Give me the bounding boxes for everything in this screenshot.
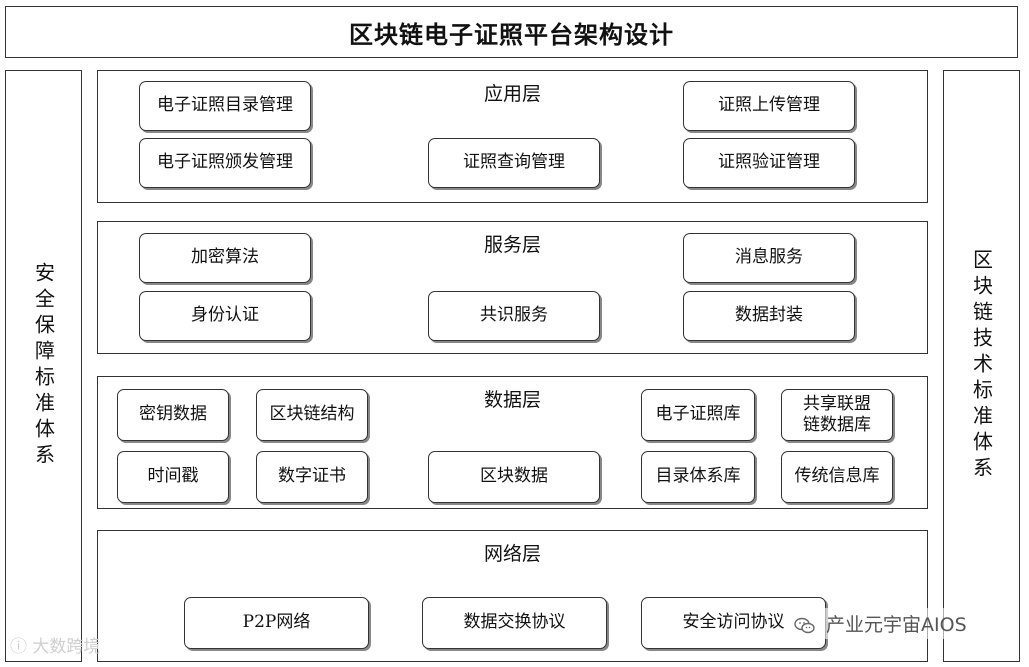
message-service-box: 消息服务 <box>683 233 855 283</box>
watermark-left: ⓘ 大数跨境 <box>10 632 100 657</box>
wechat-icon <box>794 617 815 633</box>
cert-issue-mgmt-box: 电子证照颁发管理 <box>139 138 311 188</box>
blockchain-standard-panel: 区块链技术标准体系 <box>943 70 1020 662</box>
blockchain-structure-box: 区块链结构 <box>256 389 368 441</box>
cert-upload-mgmt-box: 证照上传管理 <box>683 81 855 131</box>
digital-certificate-box: 数字证书 <box>256 451 368 503</box>
block-data-box: 区块数据 <box>428 451 600 503</box>
data-encapsulation-box: 数据封装 <box>683 291 855 341</box>
cert-catalog-mgmt-box: 电子证照目录管理 <box>139 81 311 131</box>
catalog-system-db-box: 目录体系库 <box>641 451 755 503</box>
data-exchange-protocol-box: 数据交换协议 <box>422 597 607 649</box>
weibo-icon: ⓘ <box>10 637 27 657</box>
diagram-title: 区块链电子证照平台架构设计 <box>5 6 1018 58</box>
security-standard-panel: 安全保障标准体系 <box>5 70 82 662</box>
data-layer: 数据层 密钥数据 区块链结构 时间戳 数字证书 区块数据 电子证照库 共享联盟 … <box>97 376 928 509</box>
network-layer: 网络层 P2P网络 数据交换协议 安全访问协议 <box>97 530 928 662</box>
data-layer-title: 数据层 <box>483 389 541 411</box>
service-layer-title: 服务层 <box>483 234 541 256</box>
encryption-algorithm-box: 加密算法 <box>139 233 311 283</box>
secure-access-protocol-box: 安全访问协议 <box>641 597 826 649</box>
p2p-network-box: P2P网络 <box>184 597 369 649</box>
key-data-box: 密钥数据 <box>117 389 229 441</box>
application-layer: 应用层 电子证照目录管理 电子证照颁发管理 证照查询管理 证照上传管理 证照验证… <box>97 70 928 203</box>
watermark-right: 产业元宇宙AIOS <box>790 608 971 639</box>
e-cert-db-box: 电子证照库 <box>641 389 755 441</box>
network-layer-title: 网络层 <box>483 543 541 565</box>
security-standard-label: 安全保障标准体系 <box>31 262 56 470</box>
blockchain-standard-label: 区块链技术标准体系 <box>969 249 994 483</box>
cert-verify-mgmt-box: 证照验证管理 <box>683 138 855 188</box>
watermark-right-text: 产业元宇宙AIOS <box>826 614 967 636</box>
consensus-service-box: 共识服务 <box>428 291 600 341</box>
application-layer-title: 应用层 <box>483 83 541 105</box>
traditional-info-db-box: 传统信息库 <box>781 451 893 503</box>
alliance-chain-db-box: 共享联盟 链数据库 <box>781 389 893 441</box>
cert-query-mgmt-box: 证照查询管理 <box>428 138 600 188</box>
watermark-left-text: 大数跨境 <box>32 637 101 657</box>
service-layer: 服务层 加密算法 身份认证 共识服务 消息服务 数据封装 <box>97 221 928 354</box>
identity-auth-box: 身份认证 <box>139 291 311 341</box>
timestamp-box: 时间戳 <box>117 451 229 503</box>
